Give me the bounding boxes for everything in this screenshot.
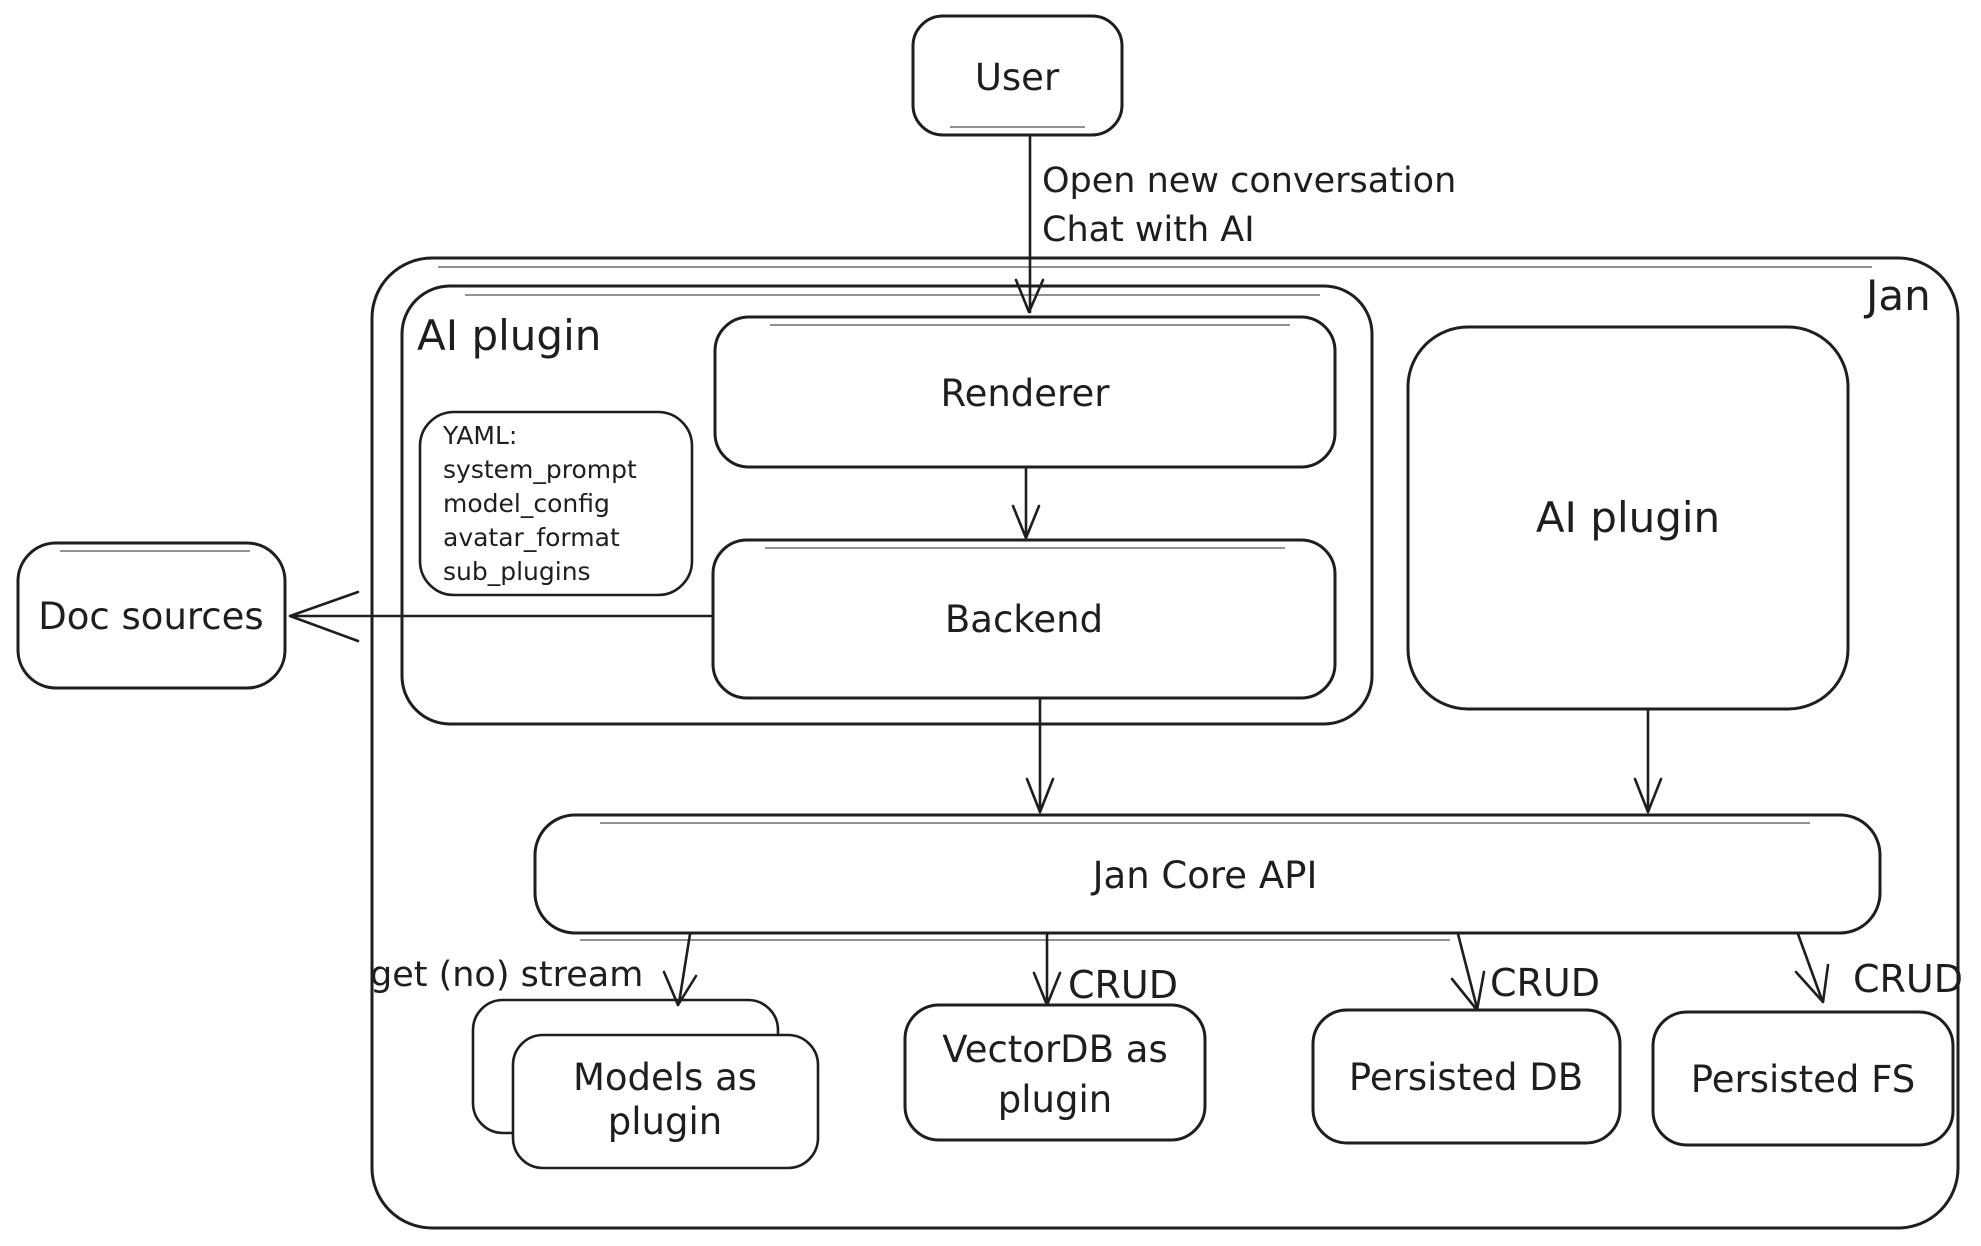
persisted-db-label: Persisted DB (1349, 1056, 1583, 1099)
yaml-note-box (418, 410, 694, 597)
jan-core-api-label: Jan Core API (1091, 854, 1318, 897)
persisted-fs-box (1651, 1010, 1955, 1147)
backend-box (711, 538, 1337, 700)
arrow-jan-core-api-to-persisted-db (1450, 932, 1486, 1012)
yaml-note-line-4: sub_plugins (443, 557, 591, 586)
arrow-ai-plugin-to-jan-core-api (1633, 708, 1663, 814)
yaml-note-line-2: model_config (443, 489, 610, 518)
jan-label: Jan (1863, 271, 1931, 320)
backend-label: Backend (945, 598, 1103, 641)
edge-label-crud-persisted-db: CRUD (1490, 961, 1600, 1005)
doc-sources-label: Doc sources (38, 595, 263, 638)
doc-sources-box (16, 541, 287, 690)
arrow-jan-core-api-to-persisted-fs (1794, 932, 1830, 1004)
arrow-backend-to-jan-core-api (1025, 698, 1055, 814)
arrow-renderer-to-backend (1011, 466, 1041, 540)
yaml-note-line-3: avatar_format (443, 523, 620, 552)
edge-label-crud-persisted-fs: CRUD (1853, 957, 1963, 1001)
models-as-plugin-label-line1: Models as (573, 1056, 757, 1099)
ai-plugin-right-box (1406, 325, 1850, 711)
arrow-user-to-renderer (1014, 135, 1045, 314)
arrow-jan-core-api-to-models (662, 932, 698, 1007)
ai-plugin-right-label: AI plugin (1536, 493, 1720, 542)
arrow-backend-to-doc-sources (288, 590, 715, 643)
edge-label-open-new-conversation: Open new conversation (1042, 161, 1456, 201)
edge-label-chat-with-ai: Chat with AI (1042, 210, 1255, 250)
models-as-plugin-front-box (511, 1033, 820, 1170)
renderer-label: Renderer (941, 372, 1111, 415)
vectordb-label-line2: plugin (998, 1078, 1112, 1121)
vectordb-as-plugin-box (903, 1003, 1207, 1142)
edge-label-crud-vectordb: CRUD (1068, 963, 1178, 1007)
persisted-db-box (1311, 1008, 1622, 1145)
ai-plugin-left-label: AI plugin (417, 311, 601, 360)
models-as-plugin-label-line2: plugin (608, 1100, 722, 1143)
arrow-jan-core-api-to-vectordb (1032, 932, 1062, 1007)
user-label: User (975, 56, 1060, 99)
yaml-note-line-0: YAML: (442, 421, 517, 450)
jan-core-api-box (533, 813, 1882, 935)
edge-label-get-no-stream: get (no) stream (370, 955, 643, 995)
yaml-note-line-1: system_prompt (443, 455, 637, 484)
persisted-fs-label: Persisted FS (1691, 1058, 1915, 1101)
vectordb-label-line1: VectorDB as (942, 1028, 1168, 1071)
user-box (911, 14, 1124, 137)
renderer-box (713, 315, 1337, 469)
